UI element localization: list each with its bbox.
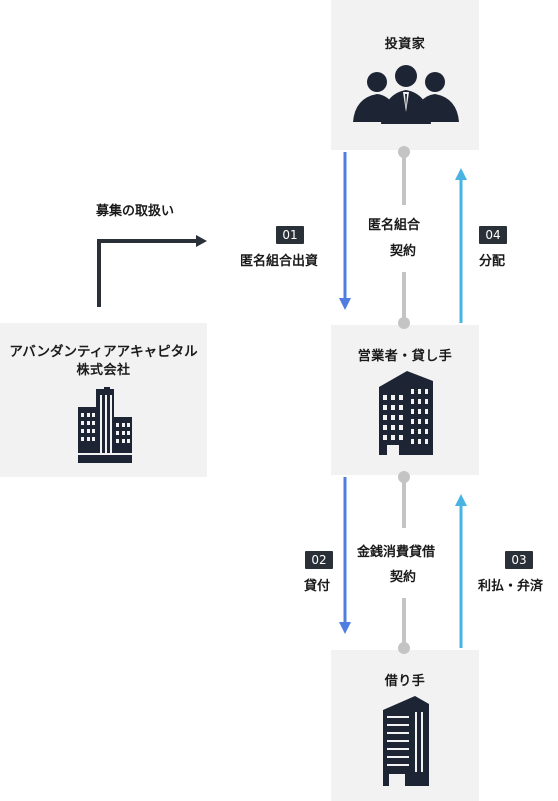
loan-contract-connector [398,471,410,654]
borrower-box: 借り手 [331,650,479,801]
investment-badge: 01 [276,226,304,244]
lending-badge: 02 [305,551,333,569]
office-building-icon [379,371,433,455]
repayment-badge: 03 [505,551,533,569]
lending-label: 貸付 [304,579,331,594]
distribution-badge: 04 [479,226,507,244]
operator-box: 営業者・貸し手 [331,325,479,475]
investor-box: 投資家 [331,0,479,150]
company-box: アバンダンティアアキャピタル 株式会社 [0,323,207,477]
tower-building-icon [383,696,429,786]
solicitation-arrow [97,235,207,307]
investor-title: 投資家 [384,37,426,52]
tk-contract-label-line2: 契約 [390,244,417,259]
operator-title: 営業者・貸し手 [357,349,453,364]
people-icon [353,65,459,124]
lending-arrow [339,477,351,634]
solicitation-label: 募集の取扱い [96,204,175,219]
loan-contract-label-line1: 金銭消費貸借 [357,545,436,560]
repayment-label: 利払・弁済 [478,579,544,594]
company-title-line2: 株式会社 [76,363,131,378]
loan-contract-label-line2: 契約 [390,570,417,585]
borrower-title: 借り手 [384,674,426,689]
company-building-icon [76,387,134,463]
repayment-arrow [455,494,467,648]
distribution-label: 分配 [479,254,506,269]
distribution-arrow [455,168,467,323]
tk-contract-connector [398,146,410,329]
investment-arrow [339,152,351,310]
company-title-line1: アバンダンティアアキャピタル [9,344,198,360]
investment-label: 匿名組合出資 [240,254,319,269]
tk-contract-label-line1: 匿名組合 [368,218,421,233]
